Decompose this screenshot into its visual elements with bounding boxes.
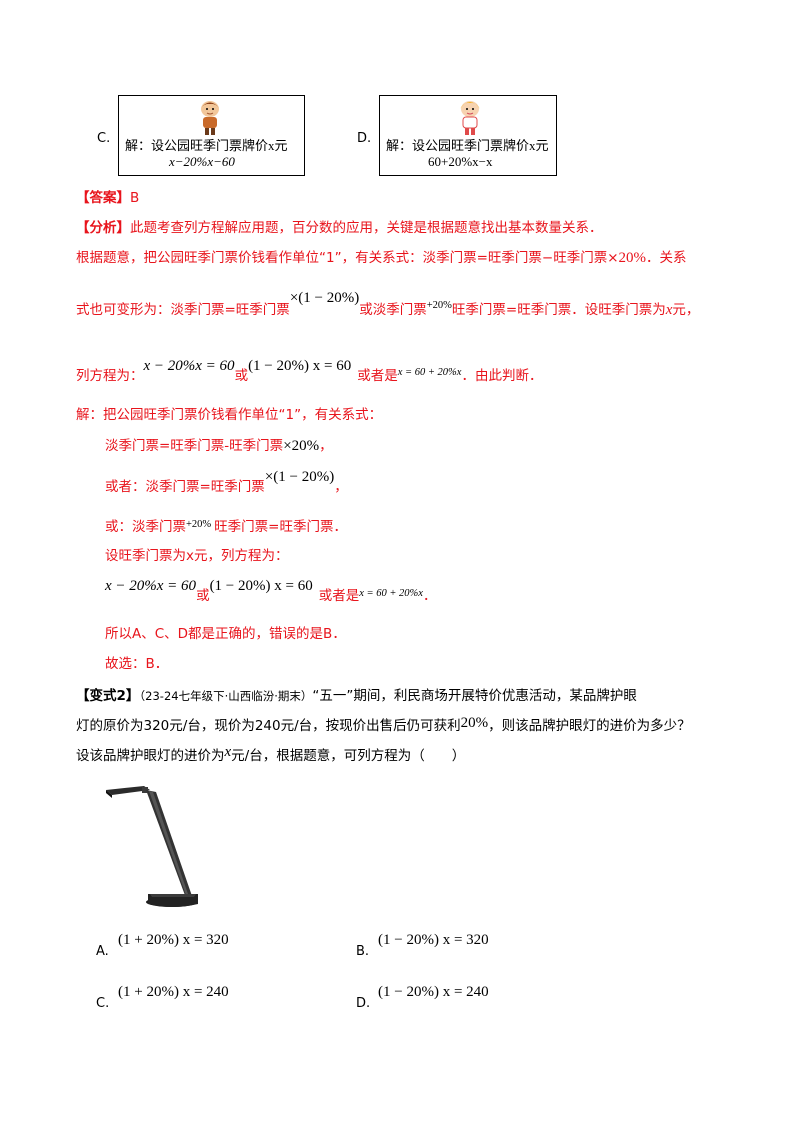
analysis-line4: 列方程为：x − 20%x = 60或(1 − 20%) x = 60 或者是x …: [76, 358, 543, 388]
solution-eq1: x − 20%x = 60: [105, 578, 197, 594]
analysis-line3: 式也可变形为：淡季门票=旺季门票×(1 − 20%)或淡季门票+20%旺季门票=…: [76, 290, 700, 322]
solution-text2b: ，: [319, 438, 333, 454]
solution-text2a: 淡季门票=旺季门票-旺季门票: [105, 438, 284, 454]
solution-text4a: 或：淡季门票: [105, 519, 186, 535]
analysis-line2: 根据题意，把公园旺季门票价钱看作单位“1”，有关系式：淡季门票=旺季门票−旺季门…: [76, 248, 687, 268]
solution-text4b: 旺季门票=旺季门票．: [214, 519, 347, 535]
boy-cartoon-icon: [201, 101, 219, 135]
analysis-eq1: x − 20%x = 60: [143, 358, 235, 374]
choice-b-label: B.: [356, 944, 370, 959]
solution-times-pct: ×20%: [283, 438, 320, 454]
analysis-eq2: (1 − 20%) x = 60: [248, 358, 352, 374]
choice-c-label: C.: [96, 996, 110, 1011]
analysis-times-paren: ×(1 − 20%): [289, 290, 360, 306]
analysis-text1: 此题考查列方程解应用题，百分数的应用，关键是根据题意找出基本数量关系．: [130, 220, 603, 236]
analysis-text3b: 或淡季门票: [359, 302, 427, 318]
solution-line7: 所以A、C、D都是正确的，错误的是B．: [105, 626, 346, 642]
option-d-line2: 60+20%x−x: [428, 154, 493, 169]
analysis-text4d: ．由此判断．: [461, 368, 543, 384]
option-d-label: D.: [357, 131, 372, 146]
solution-line4: 或：淡季门票+20%旺季门票=旺季门票．: [105, 517, 347, 539]
answer-tag: 【答案】: [76, 190, 130, 206]
choice-d-label: D.: [356, 996, 371, 1011]
analysis-text4b: 或: [234, 368, 249, 384]
solution-text6a: 或: [196, 588, 210, 604]
variant-text2a: 灯的原价为320元/台，现价为240元/台，按现价出售后仍可获利: [76, 718, 461, 734]
analysis-text2b: ．关系: [646, 250, 687, 266]
girl-cartoon-icon: [460, 101, 480, 135]
solution-plus-pct: +20%: [186, 519, 212, 530]
choice-c-expr: (1 + 20%) x = 240: [118, 984, 229, 1000]
analysis-tag: 【分析】: [76, 220, 130, 236]
analysis-text2a: 根据题意，把公园旺季门票价钱看作单位“1”，有关系式：淡季门票=旺季门票−旺季门…: [76, 250, 619, 266]
variant-source: （23-24七年级下·山西临汾·期末）: [139, 689, 313, 703]
solution-text3a: 或者：淡季门票=旺季门票: [105, 479, 265, 495]
choice-a-label: A.: [96, 944, 109, 959]
option-c-line1: 解：设公园旺季门票牌价x元: [125, 138, 288, 153]
variant-text3a: 设该品牌护眼灯的进价为: [76, 748, 225, 764]
answer-value: B: [130, 190, 140, 206]
variant-text2b: ，则该品牌护眼灯的进价为多少？: [488, 718, 691, 734]
option-c-box: 解：设公园旺季门票牌价x元 x−20%x−60: [118, 95, 305, 176]
solution-text6b: 或者是: [318, 588, 360, 604]
solution-line8: 故选：B．: [105, 656, 169, 672]
desk-lamp-image: [106, 786, 198, 907]
analysis-pct20: 20%: [618, 250, 647, 266]
solution-eq2: (1 − 20%) x = 60: [209, 578, 313, 594]
option-c-label: C.: [97, 131, 111, 146]
analysis-text3c: 旺季门票=旺季门票．设旺季门票为: [451, 302, 666, 318]
solution-line6: x − 20%x = 60或(1 − 20%) x = 60 或者是x = 60 …: [105, 578, 437, 608]
analysis-text4c: 或者是: [357, 368, 398, 384]
variant-line2: 灯的原价为320元/台，现价为240元/台，按现价出售后仍可获利20%，则该品牌…: [76, 715, 691, 736]
variant-x: x: [224, 744, 232, 760]
analysis-text3a: 式也可变形为：淡季门票=旺季门票: [76, 302, 290, 318]
answer-line: 【答案】B: [76, 188, 139, 208]
solution-line3: 或者：淡季门票=旺季门票×(1 − 20%)，: [105, 469, 348, 497]
analysis-text4a: 列方程为：: [76, 368, 144, 384]
variant-tag: 【变式2】: [76, 688, 140, 704]
analysis-line1: 【分析】此题考查列方程解应用题，百分数的应用，关键是根据题意找出基本数量关系．: [76, 218, 603, 238]
solution-line2: 淡季门票=旺季门票-旺季门票×20%，: [105, 436, 333, 456]
analysis-x: x: [665, 302, 673, 318]
solution-eq3: x = 60 + 20%x: [359, 588, 423, 599]
choice-b-expr: (1 − 20%) x = 320: [378, 932, 489, 948]
variant-text1: “五一”期间，利民商场开展特价优惠活动，某品牌护眼: [312, 688, 637, 704]
option-d-line1: 解：设公园旺季门票牌价x元: [386, 138, 549, 153]
option-c-line2: x−20%x−60: [169, 154, 235, 169]
analysis-eq3: x = 60 + 20%x: [397, 367, 462, 378]
solution-times-paren: ×(1 − 20%): [264, 469, 335, 485]
solution-line5: 设旺季门票为x元，列方程为：: [105, 548, 289, 564]
solution-text6c: ．: [422, 588, 437, 604]
variant-line1: 【变式2】（23-24七年级下·山西临汾·期末）“五一”期间，利民商场开展特价优…: [76, 686, 637, 706]
choice-a-expr: (1 + 20%) x = 320: [118, 932, 229, 948]
solution-line1: 解：把公园旺季门票价钱看作单位“1”，有关系式：: [76, 407, 383, 423]
choice-d-expr: (1 − 20%) x = 240: [378, 984, 489, 1000]
variant-pct20: 20%: [460, 715, 489, 731]
variant-text3b: 元/台，根据题意，可列方程为（ ）: [231, 748, 466, 764]
option-d-box: 解：设公园旺季门票牌价x元 60+20%x−x: [379, 95, 557, 176]
solution-text3b: ，: [334, 479, 348, 495]
analysis-plus-pct: +20%: [426, 300, 452, 311]
variant-line3: 设该品牌护眼灯的进价为x元/台，根据题意，可列方程为（ ）: [76, 744, 466, 766]
analysis-text3d: 元，: [672, 302, 700, 318]
